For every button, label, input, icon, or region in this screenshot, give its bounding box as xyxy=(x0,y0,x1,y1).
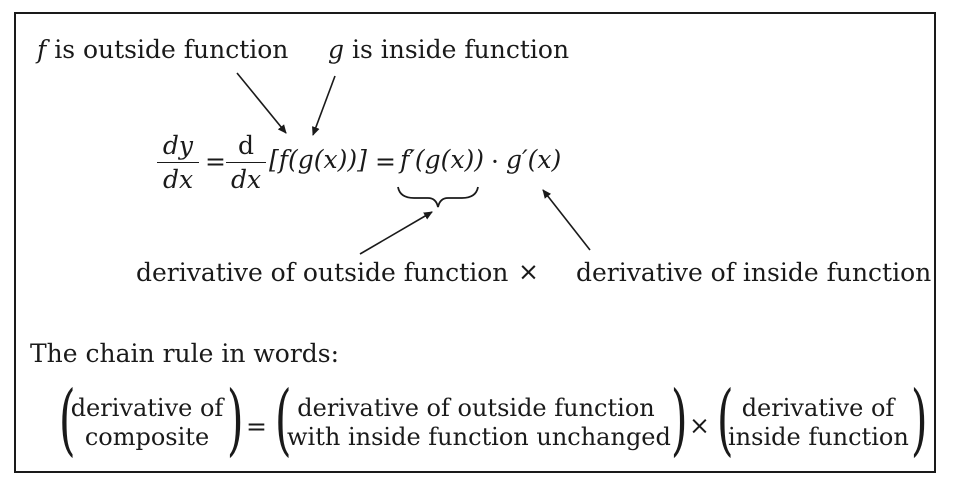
outside-function-arrow xyxy=(236,72,287,134)
times-symbol: × xyxy=(518,257,539,286)
inside-function-label: g is inside function xyxy=(328,37,569,62)
inside-function-var: g xyxy=(328,35,345,64)
composite-function: [f(g(x))] xyxy=(269,145,367,174)
inside-derivative-box: derivative of inside function xyxy=(728,394,909,453)
outside-line-2: with inside function unchanged xyxy=(287,423,671,452)
right-paren-2: ) xyxy=(670,375,688,465)
outside-derivative-term: f′(g(x)) xyxy=(400,145,485,174)
left-paren-2: ( xyxy=(274,375,292,465)
left-paren-3: ( xyxy=(716,375,734,465)
d-numerator: d xyxy=(237,131,254,160)
outside-function-var: f xyxy=(37,35,47,64)
inside-derivative-term: g′(x) xyxy=(506,145,562,174)
chain-rule-heading: The chain rule in words: xyxy=(30,339,340,368)
d-dx-fraction-bar xyxy=(226,162,266,163)
outside-line-1: derivative of outside function xyxy=(297,394,655,422)
words-times-sign: × xyxy=(689,411,710,440)
dy-dx-fraction: dy dx xyxy=(157,133,199,192)
inside-line-2: inside function xyxy=(728,423,909,452)
inside-function-arrow xyxy=(312,75,336,136)
equals-sign-1: = xyxy=(205,147,226,176)
inside-derivative-label: derivative of inside function xyxy=(576,258,932,287)
multiplication-dot: · xyxy=(491,147,499,176)
words-equals-sign: = xyxy=(246,412,267,441)
outside-derivative-brace xyxy=(397,186,479,208)
outside-function-label: f is outside function xyxy=(37,37,288,62)
equals-sign-2: = xyxy=(375,147,396,176)
diagram-frame xyxy=(14,12,936,473)
outside-derivative-label: derivative of outside function xyxy=(136,258,509,287)
inside-function-text: is inside function xyxy=(344,35,570,64)
inside-line-1: derivative of xyxy=(741,394,895,422)
d-dx-operator: d dx xyxy=(226,133,266,192)
right-paren-1: ) xyxy=(226,375,244,465)
dy-numerator: dy xyxy=(162,131,194,160)
outside-derivative-arrow xyxy=(359,211,433,255)
dx-denominator: dx xyxy=(162,165,194,194)
d-dx-denominator: dx xyxy=(230,165,262,194)
left-paren-1: ( xyxy=(58,375,76,465)
right-paren-3: ) xyxy=(910,375,928,465)
composite-derivative-box: derivative of composite xyxy=(68,394,226,453)
dy-dx-fraction-bar xyxy=(157,162,199,163)
composite-line-2: composite xyxy=(84,423,210,452)
outside-function-text: is outside function xyxy=(46,35,289,64)
inside-derivative-arrow xyxy=(542,189,591,251)
composite-line-1: derivative of xyxy=(70,394,224,422)
outside-derivative-box: derivative of outside function with insi… xyxy=(287,394,671,453)
